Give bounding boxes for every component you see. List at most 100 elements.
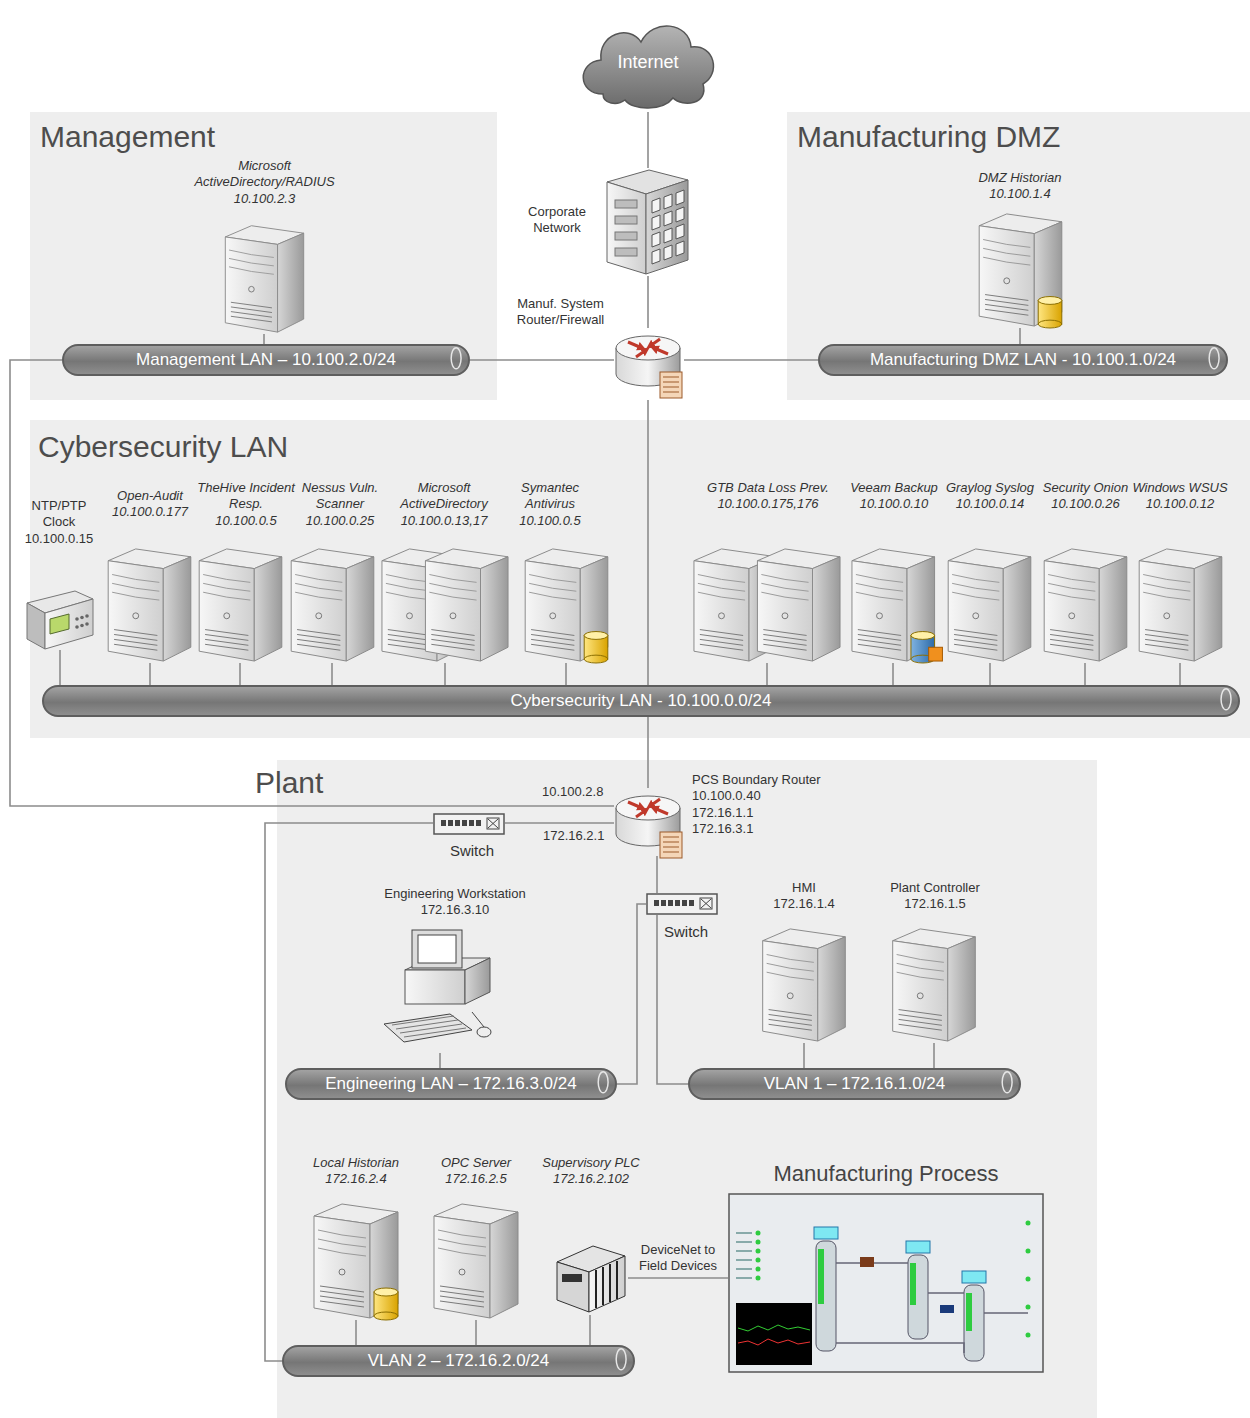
symbol-part xyxy=(531,639,574,645)
network-link xyxy=(657,915,688,1084)
symbol-part xyxy=(860,1257,874,1267)
symbol-part xyxy=(858,644,901,650)
lan-bus: Engineering LAN – 172.16.3.0/24 xyxy=(285,1068,617,1100)
node-label: Manufacturing DMZ LAN - 10.100.1.0/24 xyxy=(870,349,1176,370)
process-screen-symbol xyxy=(728,1193,1044,1373)
symbol-part xyxy=(763,630,806,636)
symbol-part xyxy=(700,630,743,636)
database-server: DMZ Historian10.100.1.4 xyxy=(978,210,1063,328)
symbol-part xyxy=(954,630,997,636)
ip-address: 10.100.0.40 172.16.1.1 172.16.3.1 xyxy=(692,788,774,837)
text-block: Corporate Network xyxy=(512,204,602,237)
text-block: Security Onion10.100.0.26 xyxy=(1038,480,1133,513)
symbol-part xyxy=(203,575,250,583)
symbol-part xyxy=(663,377,679,378)
symbol-part xyxy=(388,630,431,636)
dmz-panel xyxy=(787,112,1250,400)
symbol-part xyxy=(441,820,446,826)
text-block: PCS Boundary Router10.100.0.40 172.16.1.… xyxy=(692,772,852,837)
symbol-part xyxy=(231,316,272,322)
node-label: Security Onion xyxy=(1038,480,1133,496)
symbol-part xyxy=(1194,557,1222,661)
text-block: Plant xyxy=(255,764,455,802)
symbol-part xyxy=(1050,630,1093,636)
network-link xyxy=(10,360,614,806)
symbol-part xyxy=(297,644,340,650)
symbol-part xyxy=(583,26,713,108)
server-tower xyxy=(763,929,846,1041)
text-block: Switch xyxy=(442,842,502,861)
symbol-part xyxy=(225,237,277,332)
symbol-part xyxy=(231,307,272,313)
symbol-part xyxy=(767,972,814,980)
plc-unit: Supervisory PLC172.16.2.102 xyxy=(553,1240,628,1315)
symbol-part xyxy=(550,613,556,619)
symbol-part xyxy=(602,1267,604,1305)
lan-bus: Manufacturing DMZ LAN - 10.100.1.0/24 xyxy=(818,344,1228,376)
symbol-part xyxy=(318,1248,366,1256)
symbol-part xyxy=(983,257,1030,265)
node-label: GTB Data Loss Prev. xyxy=(700,480,836,496)
symbol-part xyxy=(966,1293,972,1331)
text-block: Supervisory PLC172.16.2.102 xyxy=(530,1155,652,1188)
symbol-part xyxy=(75,617,79,621)
symbol-part xyxy=(1209,348,1219,369)
management-panel xyxy=(30,112,497,400)
symbol-part xyxy=(374,1288,398,1296)
symbol-part xyxy=(429,575,476,583)
ip-address: 172.16.3.10 xyxy=(360,902,550,918)
symbol-part xyxy=(698,575,745,583)
symbol-part xyxy=(757,561,812,661)
symbol-part xyxy=(616,1261,618,1299)
database-server-symbol xyxy=(978,210,1063,328)
zone-heading: Cybersecurity LAN xyxy=(38,428,438,466)
text-block: Microsoft ActiveDirectory/RADIUS10.100.2… xyxy=(172,158,357,207)
node-label: PCS Boundary Router xyxy=(692,772,852,788)
node-label: Manufacturing Process xyxy=(728,1160,1044,1188)
symbol-part xyxy=(769,1010,812,1016)
symbol-part xyxy=(384,1014,472,1042)
network-link xyxy=(933,1043,935,1068)
time-clock: NTP/PTP Clock10.100.0.15 xyxy=(25,585,95,650)
symbol-part xyxy=(205,644,248,650)
server-pair: GTB Data Loss Prev.10.100.0.175,176 xyxy=(692,545,842,663)
symbol-part xyxy=(650,799,660,806)
symbol-part xyxy=(133,613,139,619)
engineering-workstation: Engineering Workstation172.16.3.10 xyxy=(380,928,505,1053)
symbol-part xyxy=(973,613,979,619)
ip-address: 10.100.0.15 xyxy=(18,531,100,547)
server-symbol xyxy=(1043,545,1128,663)
symbol-part xyxy=(1143,592,1190,600)
symbol-part xyxy=(1139,561,1194,661)
server: Microsoft ActiveDirectory/RADIUS10.100.2… xyxy=(222,222,307,334)
symbol-part xyxy=(440,1296,484,1302)
node-label: Open-Audit xyxy=(100,488,200,504)
symbol-part xyxy=(203,583,250,591)
symbol-part xyxy=(1221,689,1231,710)
symbol-part xyxy=(763,634,806,640)
symbol-part xyxy=(818,1249,824,1304)
symbol-part xyxy=(75,625,79,629)
symbol-part xyxy=(425,561,480,661)
symbol-part xyxy=(431,634,474,640)
text-block: Graylog Syslog10.100.0.14 xyxy=(942,480,1038,513)
symbol-part xyxy=(562,1274,582,1282)
text-block: Plant Controller172.16.1.5 xyxy=(860,880,1010,913)
symbol-part xyxy=(782,613,788,619)
symbol-part xyxy=(787,993,793,999)
symbol-part xyxy=(628,802,642,808)
boundary-router: PCS Boundary Router10.100.0.40 172.16.1.… xyxy=(614,788,684,856)
symbol-part xyxy=(438,1230,486,1238)
corporate-network-symbol xyxy=(605,168,690,276)
server-tower xyxy=(108,549,191,661)
symbol-part xyxy=(736,1250,752,1252)
symbol-part xyxy=(249,286,255,292)
server: Nessus Vuln. Scanner10.100.0.25 xyxy=(290,545,375,663)
text-block: Manufacturing DMZ LAN - 10.100.1.0/24 xyxy=(820,346,1226,374)
text-block: Open-Audit10.100.0.177 xyxy=(100,488,200,521)
symbol-part xyxy=(985,309,1028,315)
symbol-part xyxy=(396,1020,458,1029)
symbol-part xyxy=(636,810,646,817)
ip-address: 10.100.0.5 xyxy=(197,513,295,529)
